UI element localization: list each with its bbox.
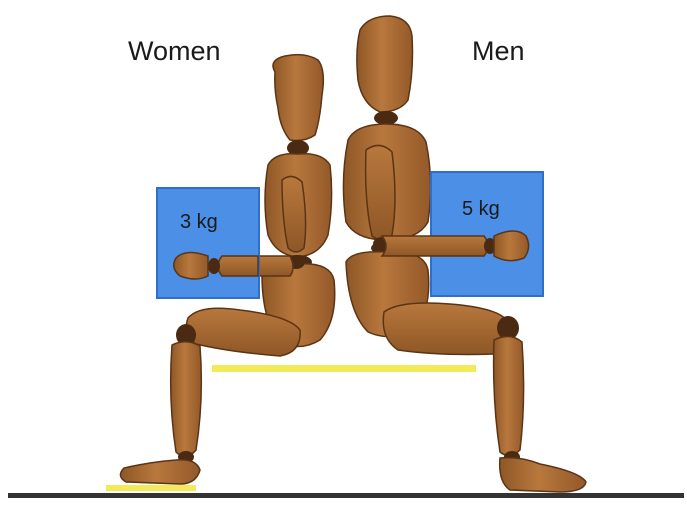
- floor-line: [8, 493, 684, 498]
- foot-bar: [106, 485, 196, 491]
- men-weight-box: [431, 172, 543, 296]
- seat-bar: [212, 365, 476, 372]
- man-arm-front: [382, 231, 529, 261]
- women-weight-label: 3 kg: [180, 211, 218, 234]
- men-weight-label: 5 kg: [462, 198, 500, 221]
- men-label: Men: [472, 36, 525, 67]
- women-label: Women: [128, 36, 221, 67]
- women-weight-box: [157, 188, 259, 298]
